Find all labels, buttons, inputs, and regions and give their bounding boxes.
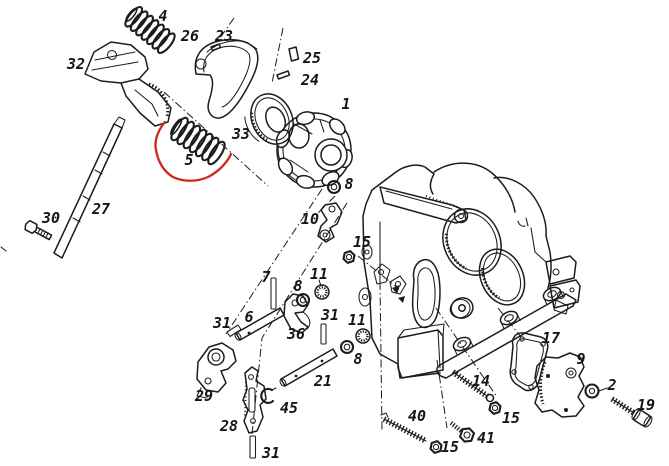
- part-26-pin: [210, 43, 222, 52]
- stray-mark: [0, 246, 7, 252]
- part-label-26: 26: [180, 27, 199, 45]
- part-label-31: 31: [261, 444, 280, 462]
- leader-line: [318, 279, 322, 287]
- part-31-pin: [249, 435, 257, 459]
- part-9-cover: [534, 352, 585, 418]
- part-29-bracket: [196, 342, 237, 399]
- part-label-10: 10: [301, 210, 319, 228]
- part-label-17: 17: [542, 329, 560, 347]
- part-33-bearing-ring: [244, 93, 294, 145]
- part-label-4: 4: [158, 7, 167, 25]
- part-label-15: 15: [502, 409, 520, 427]
- assembly-axis-lines: [0, 17, 522, 435]
- part-label-5: 5: [184, 151, 193, 169]
- part-32-lever: [84, 41, 172, 127]
- part-label-8: 8: [293, 277, 302, 295]
- part-15-nut: [342, 250, 356, 264]
- part-8-washer: [326, 179, 342, 195]
- part-label-41: 41: [477, 429, 495, 447]
- main-bore: [442, 208, 502, 276]
- part-label-24: 24: [300, 71, 319, 89]
- part-label-9: 9: [576, 350, 585, 368]
- part-label-29: 29: [194, 387, 213, 405]
- part-label-8: 8: [353, 350, 362, 368]
- part-label-40: 40: [408, 407, 426, 425]
- part-15-nut: [429, 440, 443, 454]
- part-label-23: 23: [214, 27, 233, 45]
- part-11-bearing: [355, 328, 371, 344]
- part-label-36: 36: [286, 325, 305, 343]
- part-45-circlip: [260, 387, 277, 404]
- part-label-14: 14: [472, 372, 490, 390]
- part-label-32: 32: [66, 55, 85, 73]
- part-label-15: 15: [441, 438, 459, 456]
- part-label-11: 11: [310, 265, 328, 283]
- part-10-crank: [317, 202, 343, 243]
- part-label-8: 8: [344, 175, 353, 193]
- part-24-pin: [276, 70, 291, 80]
- part-41-bolt: [448, 420, 476, 443]
- part-25-pin: [288, 46, 300, 62]
- part-21-shaft: [279, 348, 338, 387]
- part-label-31: 31: [212, 314, 231, 332]
- part-label-27: 27: [91, 200, 110, 218]
- part-27-shaft: [53, 116, 126, 259]
- part-15-nut: [488, 401, 502, 415]
- part-28-plate: [242, 366, 267, 434]
- part-label-28: 28: [219, 417, 238, 435]
- part-label-33: 33: [231, 125, 250, 143]
- part-label-15: 15: [353, 233, 371, 251]
- part-14-stud: [451, 369, 495, 403]
- part-6-pin: [234, 307, 285, 341]
- part-label-2: 2: [606, 376, 616, 394]
- part-label-45: 45: [280, 399, 298, 417]
- part-4-spring: [124, 5, 176, 55]
- part-19-bolt: [610, 396, 653, 428]
- part-crankcase-assembly: [358, 162, 581, 379]
- part-36-pawl: [283, 293, 311, 334]
- highlight-circle-part-5: [154, 120, 233, 182]
- part-label-21: 21: [313, 372, 332, 390]
- part-31-pin: [320, 323, 327, 345]
- part-label-7: 7: [261, 268, 270, 286]
- part-7-pin: [270, 277, 277, 310]
- part-label-1: 1: [341, 95, 350, 113]
- part-label-31: 31: [320, 306, 339, 324]
- part-label-30: 30: [41, 209, 60, 227]
- part-5-spring: [170, 116, 226, 166]
- part-labels: 4 26 23 25 24 32 1 33 5 8 27 30 10 15 11 7 8 6 31 11 31 36 17 8…: [41, 7, 655, 462]
- part-40-stud: [380, 412, 428, 444]
- part-11-bearing: [314, 284, 330, 300]
- part-label-6: 6: [244, 308, 253, 326]
- part-30-bolt: [24, 219, 53, 241]
- bearing-bore: [478, 248, 526, 306]
- part-label-19: 19: [637, 396, 655, 414]
- part-8-washer: [339, 339, 355, 355]
- part-2-washer: [584, 383, 608, 399]
- part-label-11: 11: [348, 311, 366, 329]
- part-label-25: 25: [302, 49, 321, 67]
- part-1-clutch: [275, 111, 353, 189]
- part-23-arm: [194, 38, 259, 119]
